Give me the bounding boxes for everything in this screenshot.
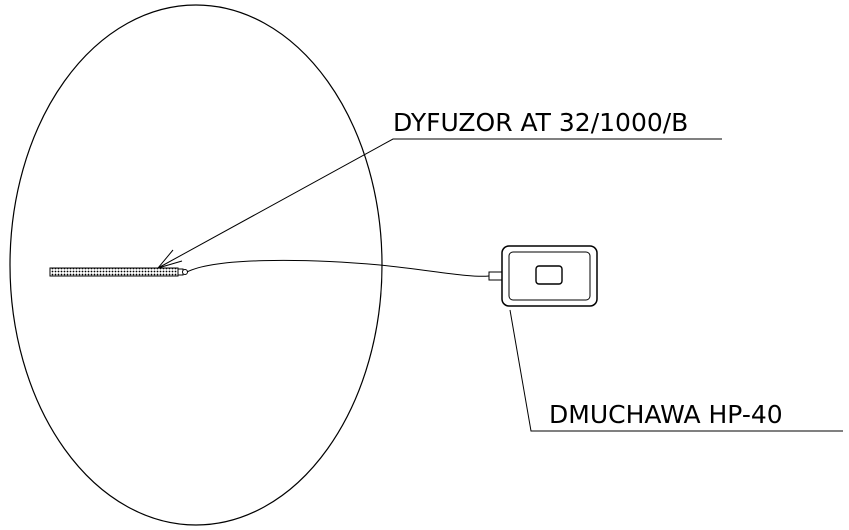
blower-indicator xyxy=(535,265,563,285)
blower xyxy=(488,245,598,307)
diffuser-connector xyxy=(182,269,188,275)
blower-leader-line xyxy=(509,309,843,432)
air-hose xyxy=(186,259,490,277)
diffuser-body xyxy=(49,267,179,277)
diffuser-leader-line xyxy=(157,138,722,269)
diffuser-leader-arrow xyxy=(156,249,183,269)
diffuser-leader: DYFUZOR AT 32/1000/B xyxy=(156,108,722,269)
diffuser-label: DYFUZOR AT 32/1000/B xyxy=(393,108,688,137)
blower-label: DMUCHAWA HP-40 xyxy=(549,400,783,429)
blower-outlet-nozzle xyxy=(488,271,503,281)
blower-leader: DMUCHAWA HP-40 xyxy=(509,309,843,432)
tank-outline xyxy=(9,4,383,526)
blower-inner-housing xyxy=(508,251,591,301)
diffuser xyxy=(49,267,188,277)
